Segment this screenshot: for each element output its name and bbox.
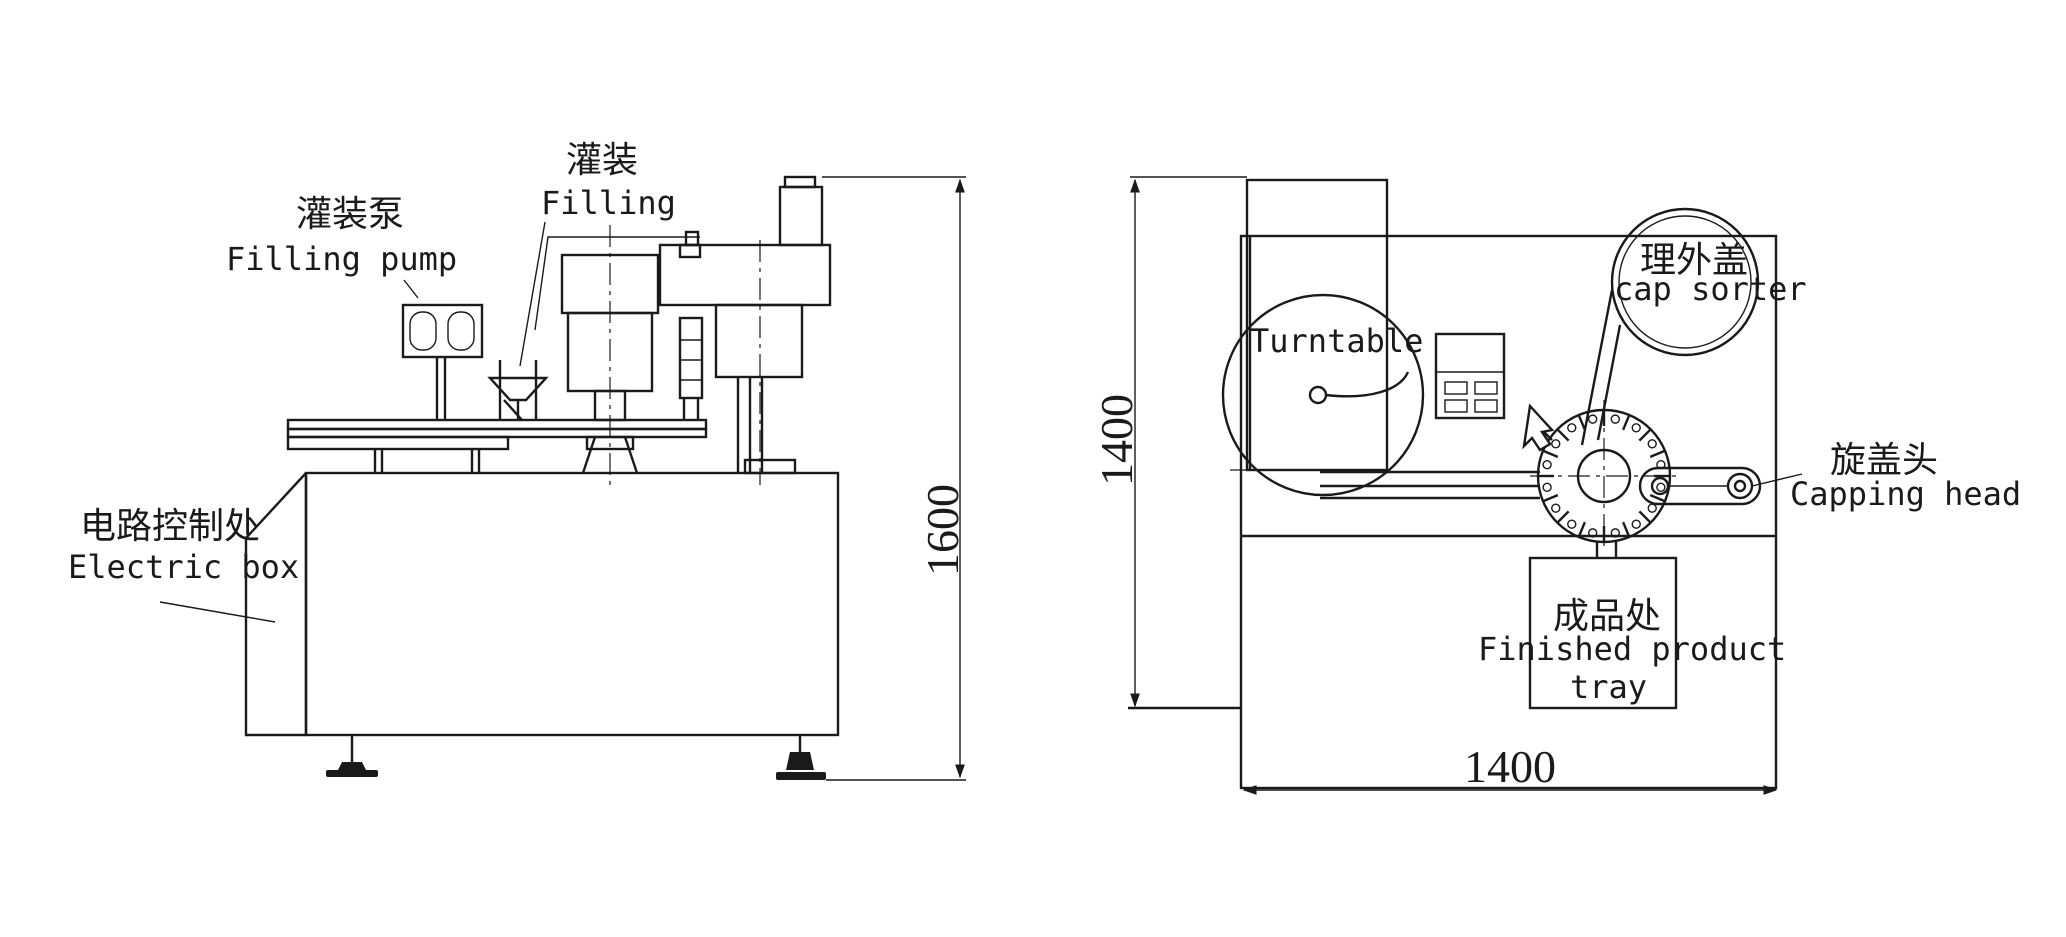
capping-head-label-cn: 旋盖头 <box>1830 440 1938 481</box>
star-wheel-tooth <box>1638 510 1652 524</box>
star-wheel <box>1522 400 1680 548</box>
finished-tray-label-cn: 成品处 <box>1553 596 1661 637</box>
star-wheel-pocket <box>1551 439 1561 449</box>
capping-head-label-en: Capping head <box>1790 475 2021 513</box>
star-wheel-tooth <box>1577 521 1586 538</box>
filling-column <box>560 225 660 487</box>
filling-label-cn: 灌装 <box>566 140 638 181</box>
star-wheel-pocket <box>1542 459 1552 470</box>
side-view-labels: 灌装泵 Filling pump 灌装 Filling 电路控制处 Electr… <box>68 140 676 623</box>
filling-pump-label-en: Filling pump <box>226 240 457 278</box>
depth-dimension-label: 1400 <box>1091 394 1142 486</box>
top-view: Turntable 理外盖 cap sorter <box>1091 176 2021 795</box>
turntable-plate-side <box>286 418 708 473</box>
depth-dimension: 1400 <box>1091 176 1247 708</box>
filling-pump-label-cn: 灌装泵 <box>296 194 404 235</box>
star-wheel-pocket <box>1631 519 1641 529</box>
conveyor <box>1320 470 1540 500</box>
width-dimension: 1400 <box>1242 741 1778 795</box>
star-wheel-tooth <box>1638 428 1652 442</box>
star-wheel-pocket <box>1567 423 1577 433</box>
finished-tray-label-en-2: tray <box>1570 668 1647 706</box>
star-wheel-tooth <box>1542 494 1559 503</box>
machine-frame-top <box>1128 234 1778 790</box>
star-wheel-tooth <box>1649 494 1666 503</box>
star-wheel-tooth <box>1649 449 1666 458</box>
electric-box-label-en: Electric box <box>68 548 299 586</box>
height-dimension: 1600 <box>822 176 968 781</box>
star-wheel-tooth <box>1556 510 1570 524</box>
cap-sorter-label-en: cap sorter <box>1614 270 1807 308</box>
height-dimension-label: 1600 <box>917 484 968 576</box>
finished-product-tray: 成品处 Finished product tray <box>1478 542 1786 710</box>
width-dimension-label: 1400 <box>1464 741 1556 792</box>
star-wheel-tooth <box>1556 428 1570 442</box>
machine-feet <box>326 735 826 780</box>
star-wheel-pocket <box>1610 528 1621 538</box>
cap-sorter: 理外盖 cap sorter <box>1580 207 1807 446</box>
control-panel <box>1434 332 1506 420</box>
star-wheel-tooth <box>1542 449 1559 458</box>
star-wheel-pocket <box>1587 528 1598 538</box>
capping-head: 旋盖头 Capping head <box>1638 440 2021 513</box>
star-wheel-pocket <box>1610 414 1621 424</box>
star-wheel-pocket <box>1567 519 1577 529</box>
star-wheel-pocket <box>1587 414 1598 424</box>
star-wheel-pocket <box>1647 503 1657 513</box>
electric-box-label-cn: 电路控制处 <box>80 506 260 547</box>
star-wheel-pocket <box>1631 423 1641 433</box>
star-wheel-pocket <box>1542 482 1552 493</box>
turntable-label: Turntable <box>1250 322 1423 360</box>
filling-label-en: Filling <box>541 184 676 222</box>
star-wheel-pocket <box>1647 439 1657 449</box>
star-wheel-tooth <box>1622 521 1631 538</box>
capping-column <box>658 175 832 485</box>
electric-box-cabinet <box>244 471 840 737</box>
turntable: Turntable <box>1221 178 1425 497</box>
star-wheel-tooth <box>1622 414 1631 431</box>
side-view: 灌装泵 Filling pump 灌装 Filling 电路控制处 Electr… <box>68 140 968 781</box>
feed-pipe <box>534 236 700 331</box>
star-wheel-pocket <box>1656 482 1666 493</box>
finished-tray-label-en-1: Finished product <box>1478 630 1786 668</box>
filling-pump <box>401 303 484 420</box>
cap-sorter-label-cn: 理外盖 <box>1640 240 1748 281</box>
star-wheel-pocket <box>1551 503 1561 513</box>
star-wheel-tooth <box>1577 414 1586 431</box>
filling-nozzles <box>487 360 549 421</box>
